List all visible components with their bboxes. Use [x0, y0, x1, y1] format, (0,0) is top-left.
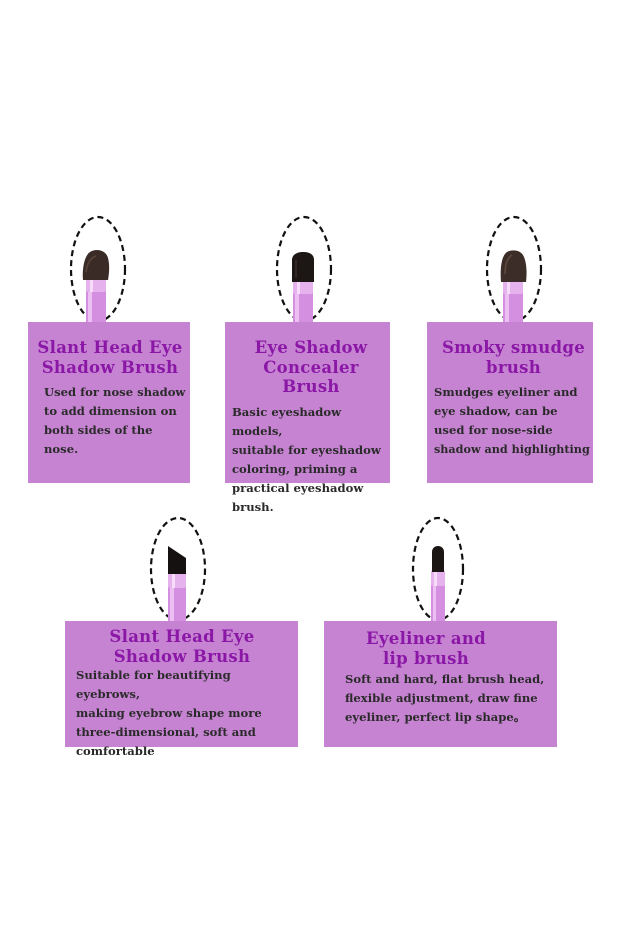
description-line: Used for nose shadow — [44, 385, 186, 399]
card-eyeliner-and-lip-brush: Eyeliner and lip brush Soft and hard, fl… — [324, 621, 557, 747]
description-line: used for nose-side — [434, 423, 553, 437]
description-line: Suitable for beautifying eyebrows, — [76, 668, 231, 701]
card-description: Soft and hard, flat brush head, flexible… — [345, 670, 557, 727]
card-title-line: Concealer Brush — [263, 357, 359, 397]
card-title: Smoky smudge brush — [434, 338, 593, 377]
card-slant-head-eye-shadow-brush: Slant Head Eye Shadow Brush Used for nos… — [28, 322, 190, 483]
card-title-line: Eye Shadow — [254, 338, 368, 357]
card-title-line: Shadow Brush — [113, 646, 251, 666]
flat-brush-icon — [275, 215, 333, 326]
card-smoky-smudge-brush: Smoky smudge brush Smudges eyeliner and … — [427, 322, 593, 483]
description-line: to add dimension on — [44, 404, 177, 418]
description-line: practical eyeshadow — [232, 480, 364, 495]
liner-brush-icon — [411, 516, 465, 624]
description-line: brush. — [232, 499, 274, 514]
card-slant-head-eye-shadow-brush-eyebrow: Slant Head Eye Shadow Brush Suitable for… — [65, 621, 298, 758]
card-description: Basic eyeshadow models, suitable for eye… — [232, 403, 390, 517]
card-title: Slant Head Eye Shadow Brush — [36, 338, 184, 377]
description-line: both sides of the nose. — [44, 423, 153, 456]
card-description: Used for nose shadow to add dimension on… — [44, 383, 190, 459]
description-line: three-dimensional, soft and — [76, 725, 256, 739]
card-title-line: lip brush — [382, 648, 470, 668]
card-eye-shadow-concealer-brush: Eye Shadow Concealer Brush Basic eyeshad… — [225, 322, 390, 514]
description-line: flexible adjustment, draw fine — [345, 691, 538, 705]
card-title: Eye Shadow Concealer Brush — [232, 338, 390, 397]
description-line: Soft and hard, flat brush head, — [345, 672, 545, 686]
card-title-line: Slant Head Eye — [37, 338, 183, 357]
card-title: Slant Head Eye Shadow Brush — [76, 627, 288, 666]
description-line: making eyebrow shape more — [76, 706, 262, 720]
card-title-line: brush — [485, 357, 541, 377]
card-title: Eyeliner and lip brush — [330, 629, 522, 668]
description-line: eye shadow, can be — [434, 404, 558, 418]
card-title-line: Shadow Brush — [41, 357, 179, 377]
description-line: shadow and highlighting — [434, 442, 590, 456]
angled-brush-icon — [69, 215, 127, 326]
description-line: Basic eyeshadow models, — [232, 404, 342, 438]
description-line: Smudges eyeliner and — [434, 385, 578, 399]
description-line: suitable for eyeshadow — [232, 442, 381, 457]
card-description: Smudges eyeliner and eye shadow, can be … — [434, 383, 593, 459]
card-title-line: Eyeliner and — [366, 629, 486, 648]
description-line: comfortable — [76, 744, 155, 758]
card-title-line: Slant Head Eye — [109, 627, 255, 646]
slanted-brow-brush-icon — [149, 516, 207, 624]
round-brush-icon — [485, 215, 543, 326]
card-description: Suitable for beautifying eyebrows, makin… — [76, 666, 298, 761]
card-title-line: Smoky smudge — [441, 338, 586, 357]
description-line: coloring, priming a — [232, 461, 358, 476]
description-line: eyeliner, perfect lip shape。 — [345, 710, 526, 724]
